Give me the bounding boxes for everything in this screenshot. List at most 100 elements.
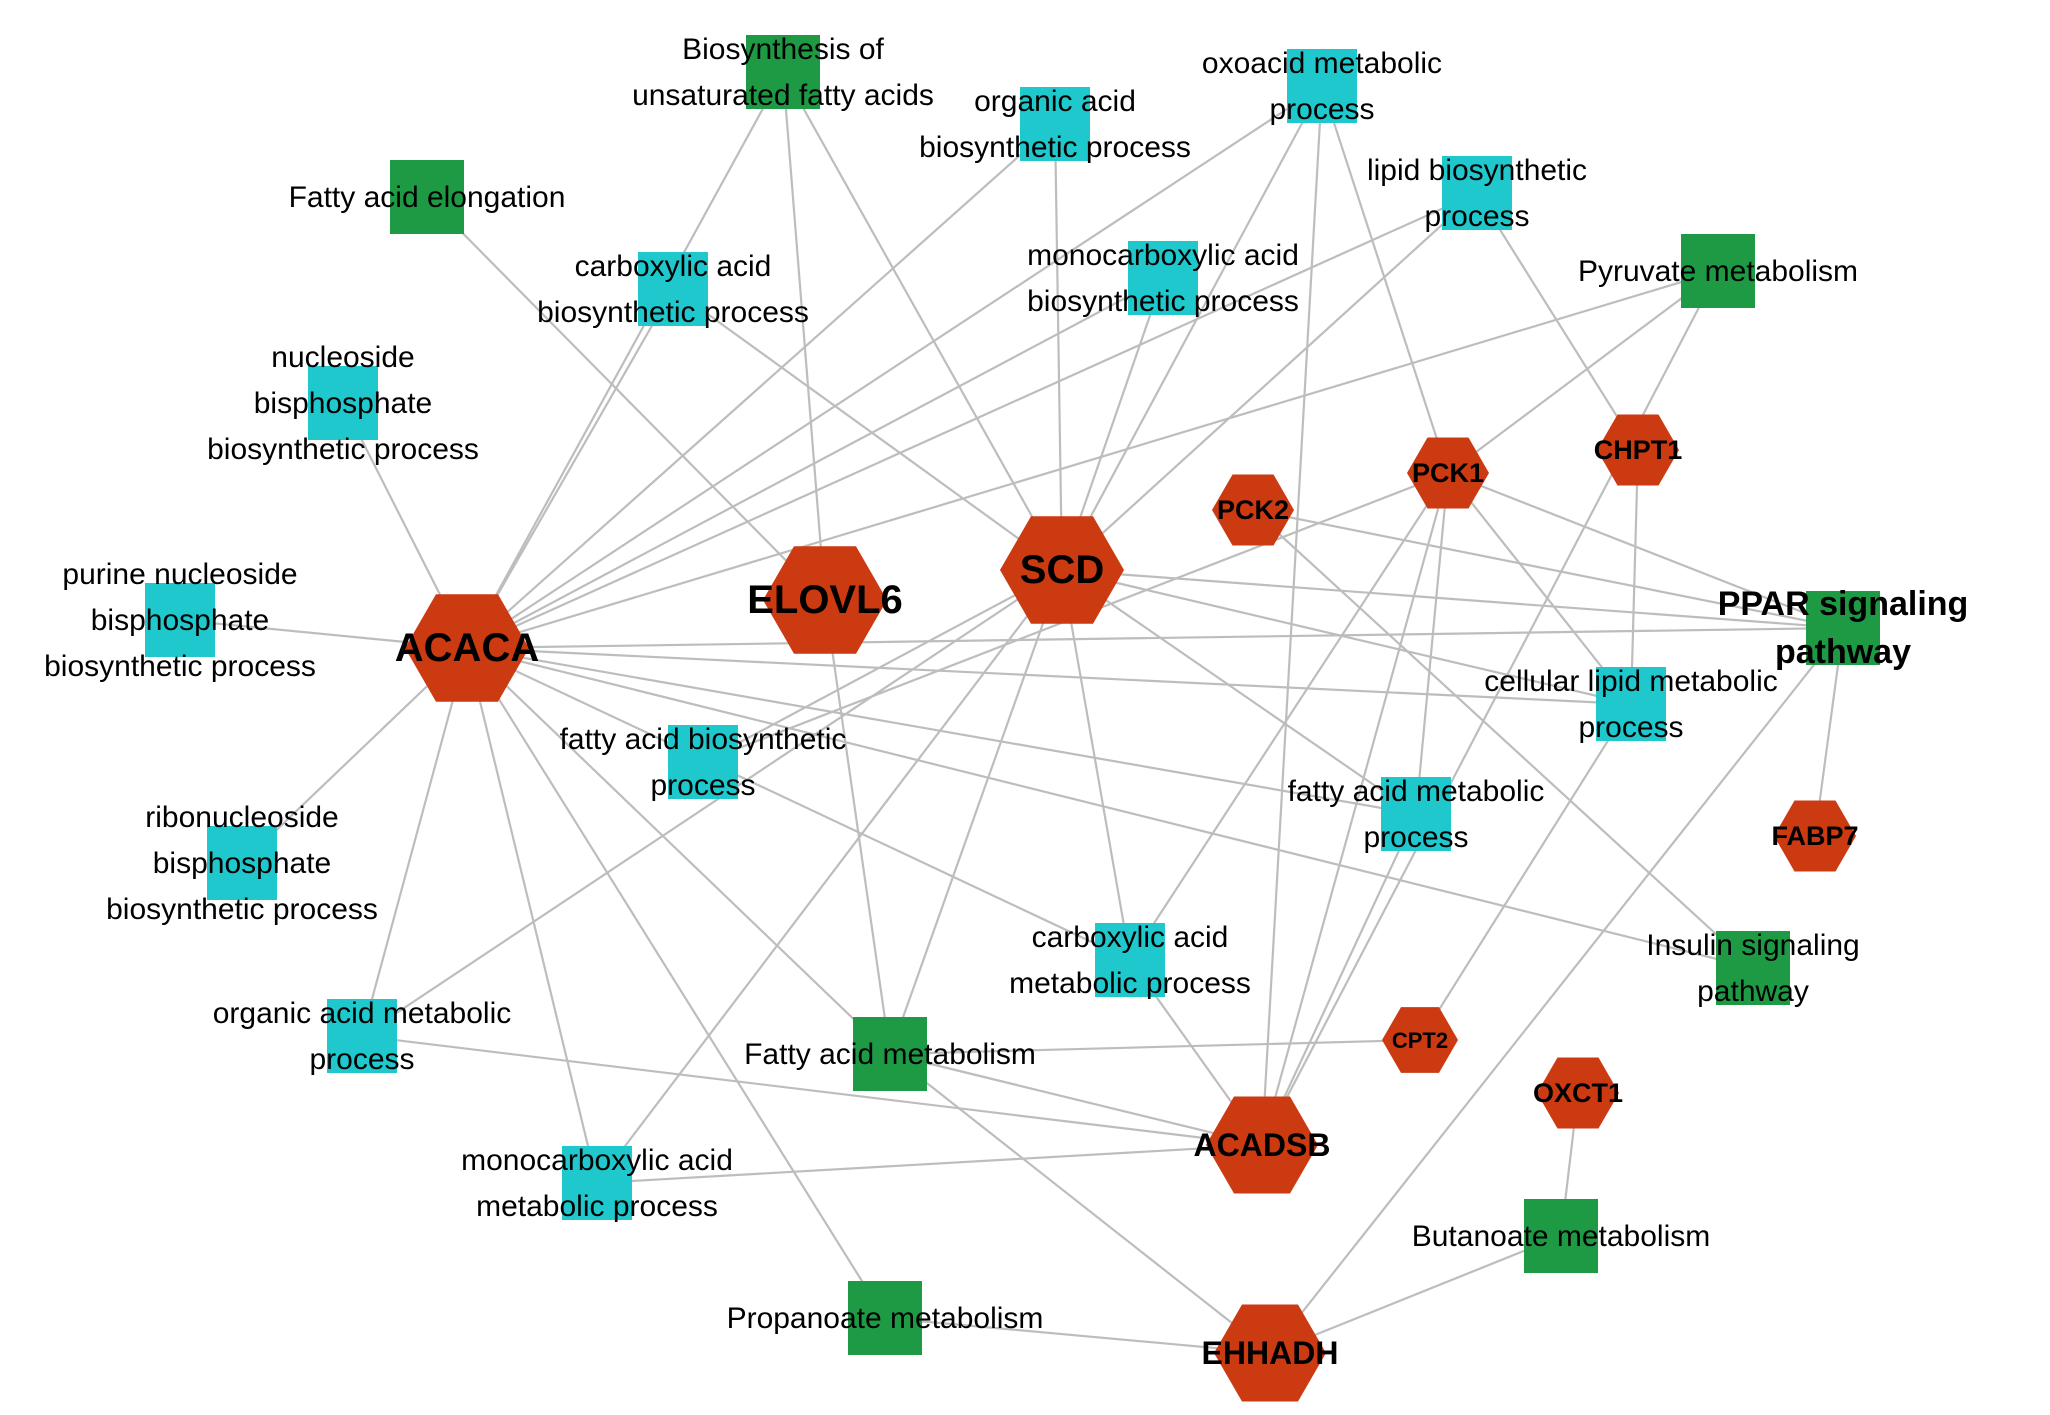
edge-scd-oabp (1053, 123, 1064, 571)
go-term-node-mcamp (562, 1146, 632, 1220)
edge-scd-unsat (782, 71, 1063, 571)
node-label-line: PCK2 (1217, 495, 1289, 525)
edge-acaca-unsat (466, 71, 784, 649)
node-label-butanoate: Butanoate metabolism (1412, 1220, 1711, 1253)
go-term-node-famp (1381, 777, 1451, 851)
node-label-line: ribonucleoside (145, 801, 338, 834)
edge-acaca-insulin (466, 646, 1754, 970)
edge-scd-clmp (1061, 568, 1632, 706)
node-label-line: process (650, 769, 755, 802)
node-label-line: biosynthetic process (44, 650, 316, 683)
edge-acaca-propanoate (466, 647, 886, 1319)
node-label-line: bisphosphate (254, 387, 432, 420)
pathway-node-unsat (746, 35, 820, 109)
go-term-node-camp (1095, 923, 1165, 997)
edge-pck1-camp (1129, 472, 1449, 961)
node-label-nbbp: nucleoside bisphosphate biosynthetic proce… (207, 341, 479, 466)
edge-pck1-ppar (1447, 471, 1844, 630)
edge-scd-oamp (361, 569, 1063, 1037)
edge-acaca-lipidbp (466, 191, 1478, 650)
node-label-line: metabolic process (476, 1190, 718, 1223)
pathway-node-butanoate (1524, 1199, 1598, 1273)
node-label-line: unsaturated fatty acids (632, 79, 934, 112)
node-label-pyruvate: Pyruvate metabolism (1578, 255, 1858, 288)
edge-acaca-cabp (466, 288, 674, 649)
node-label-fabp: fatty acid biosynthetic process (560, 723, 847, 802)
edge-ehhadh-propanoate (884, 1316, 1271, 1355)
edge-acadsb-fam (889, 1052, 1263, 1147)
node-label-line: biosynthetic process (207, 433, 479, 466)
gene-node-elovl6 (763, 546, 887, 654)
node-label-line: metabolic process (1009, 967, 1251, 1000)
edge-pck1-famp (1414, 472, 1450, 815)
edge-acaca-mcamp (465, 647, 599, 1184)
pathway-node-insulin (1716, 931, 1790, 1005)
edge-pck1-pyruvate (1447, 270, 1719, 474)
gene-node-pck2 (1212, 474, 1294, 546)
node-label-line: bisphosphate (91, 604, 269, 637)
edge-acadsb-oamp (361, 1034, 1263, 1147)
gene-node-oxct1 (1537, 1057, 1619, 1129)
edge-acaca-oabp (466, 123, 1056, 649)
node-label-line: process (1424, 200, 1529, 233)
node-label-line: ACADSB (1194, 1127, 1331, 1163)
pathway-node-ppar (1806, 591, 1880, 665)
node-label-line: Fatty acid metabolism (744, 1038, 1036, 1071)
edge-scd-camp (1060, 569, 1132, 961)
node-label-line: organic acid (974, 85, 1136, 118)
gene-node-cpt2 (1382, 1007, 1458, 1073)
edge-pck1-oxoacid (1320, 85, 1450, 474)
node-label-ehhadh: EHHADH (1202, 1335, 1339, 1371)
edge-acaca-oxoacid (466, 85, 1323, 649)
edge-scd-oxoacid (1061, 85, 1323, 571)
edge-cpt2-fam (889, 1038, 1421, 1056)
node-label-line: organic acid metabolic (213, 997, 512, 1030)
node-label-chpt1: CHPT1 (1594, 435, 1683, 465)
node-label-line: biosynthetic process (106, 893, 378, 926)
edge-scd-mcamp (596, 569, 1063, 1184)
node-label-fabp7: FABP7 (1771, 821, 1858, 851)
node-label-pck1: PCK1 (1412, 458, 1484, 488)
node-label-line: Propanoate metabolism (727, 1302, 1044, 1335)
node-label-line: fatty acid biosynthetic (560, 723, 847, 756)
gene-node-ehhadh (1214, 1304, 1326, 1402)
node-label-line: PPAR signaling (1718, 585, 1969, 623)
edge-ehhadh-butanoate (1269, 1234, 1562, 1355)
edge-acadsb-oxoacid (1260, 85, 1324, 1146)
edge-scd-lipidbp (1061, 192, 1478, 571)
edge-pck1-acadsb (1260, 472, 1450, 1146)
node-label-line: process (1578, 711, 1683, 744)
node-label-line: purine nucleoside (62, 558, 297, 591)
node-label-line: ELOVL6 (747, 578, 903, 622)
node-label-line: biosynthetic process (1027, 285, 1299, 318)
node-label-line: pathway (1697, 975, 1809, 1008)
edge-ehhadh-ppar (1269, 627, 1844, 1354)
go-term-node-nbbp (308, 366, 378, 440)
edge-pck2-insulin (1252, 509, 1754, 969)
node-label-line: OXCT1 (1533, 1078, 1623, 1108)
node-label-line: CHPT1 (1594, 435, 1683, 465)
edge-acadsb-mcamp (596, 1143, 1263, 1185)
node-label-line: Pyruvate metabolism (1578, 255, 1858, 288)
labels-layer: ACACASCDELOVL6ACADSBEHHADHPCK1PCK2CHPT1F… (44, 33, 1968, 1372)
node-label-elovl6: ELOVL6 (747, 578, 903, 622)
node-label-pnbbp: purine nucleoside bisphosphate biosyntheti… (44, 558, 316, 683)
edge-scd-ppar (1061, 568, 1844, 630)
gene-node-scd (1000, 516, 1124, 624)
nodes-layer (145, 35, 1880, 1402)
edge-scd-fam (888, 569, 1064, 1055)
node-label-line: process (1269, 93, 1374, 126)
node-label-line: nucleoside (271, 341, 414, 374)
node-label-line: PCK1 (1412, 458, 1484, 488)
node-label-acadsb: ACADSB (1194, 1127, 1331, 1163)
edge-acaca-famp (466, 646, 1417, 816)
